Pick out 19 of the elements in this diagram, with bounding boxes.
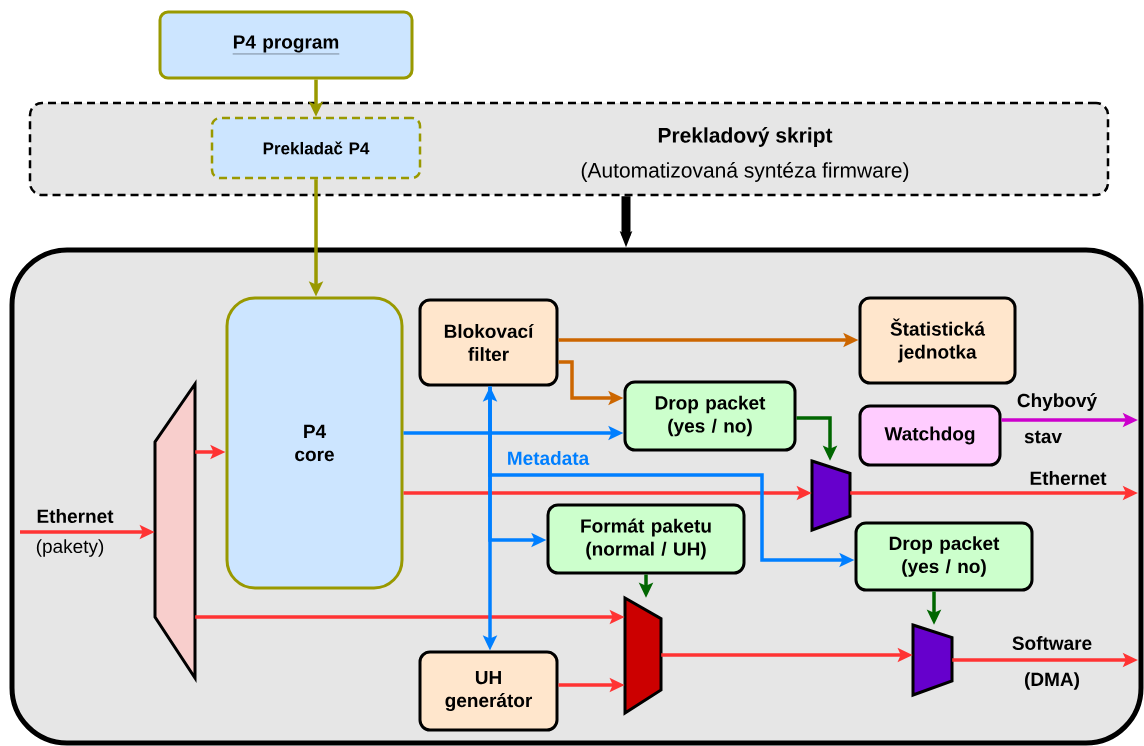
decision-box: Formát paketu (normal / UH) <box>546 503 746 575</box>
signal-label: Chybový <box>1017 393 1097 411</box>
port-label: Ethernet <box>1030 471 1107 485</box>
port-label: Software <box>1012 636 1092 650</box>
compiler-box: Prekladač P4 <box>210 116 422 180</box>
port-label: (DMA) <box>1025 672 1079 690</box>
program-box: P4 program <box>158 10 414 80</box>
decision-box: Drop packet (yes / no) <box>623 380 797 452</box>
bus-label: Metadata <box>508 451 590 465</box>
port-label: (pakety) <box>36 539 104 557</box>
port-label: Ethernet <box>37 509 114 523</box>
process-box: Blokovací filter <box>418 298 559 387</box>
watchdog-box: Watchdog <box>858 404 1002 467</box>
demultiplexer <box>153 379 197 683</box>
signal-label: stav <box>1024 430 1062 444</box>
core-box: P4 core <box>225 296 404 590</box>
process-box: Štatistická jednotka <box>858 296 1017 385</box>
process-box: UH generátor <box>418 650 559 732</box>
decision-box: Drop packet (yes / no) <box>854 521 1034 592</box>
